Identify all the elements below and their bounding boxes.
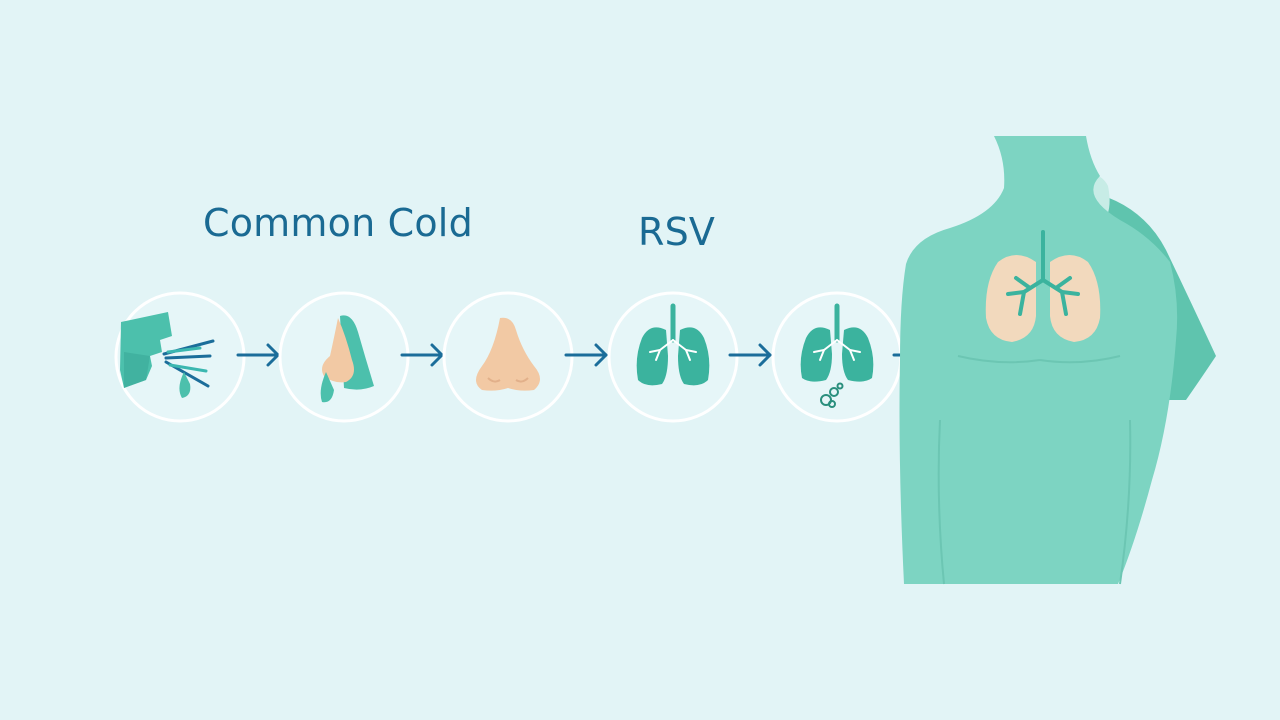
lungs-icon [636,303,710,386]
arrow-icon [728,343,772,367]
torso-lungs-icon [899,136,1216,585]
sneeze-icon [120,312,215,398]
arrow-icon [564,343,608,367]
infected-lungs-stage [771,291,903,423]
runny-nose-icon [320,315,374,403]
nose-stage [442,291,574,423]
infected-lungs-icon [800,303,874,408]
lungs-stage [607,291,739,423]
stage-circle [607,291,739,423]
common-cold-label: Common Cold [203,201,473,245]
sneeze-stage [114,291,246,423]
arrow-icon [400,343,444,367]
rsv-label: RSV [638,210,716,254]
nose-icon [476,317,540,391]
runny-nose-stage [278,291,410,423]
arrow-icon [236,343,280,367]
